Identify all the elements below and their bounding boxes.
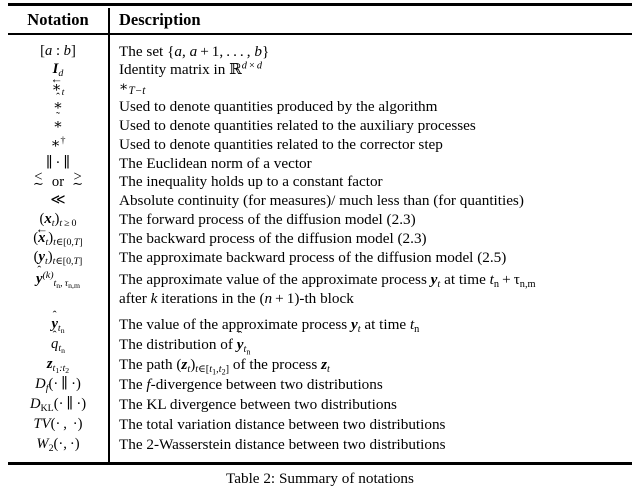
table-row: ←∗t ∗T−t [8,71,632,98]
description-cell: The KL divergence between two distributi… [119,396,397,413]
description-cell: Absolute continuity (for measures)/ much… [119,192,524,209]
header-description: Description [119,10,201,29]
description-cell: Used to denote quantities produced by th… [119,98,438,115]
description-cell: Used to denote quantities related to the… [119,117,476,134]
description-cell: The 2-Wasserstein distance between two d… [119,436,446,453]
notation-cell: <∼ or >∼ [32,168,84,191]
notation-cell: ̂y(k)tn, τn,m [36,269,80,290]
description-line-1: The approximate value of the approximate… [119,271,536,290]
description-cell: The inequality holds up to a constant fa… [119,173,383,190]
table-row: ̂ytn The value of the approximate proces… [8,316,632,335]
description-cell: Used to denote quantities related to the… [119,136,443,153]
description-cell: The set {a, a + 1, . . . , b} [119,43,270,60]
description-cell: The Euclidean norm of a vector [119,155,312,172]
notation-cell: ̂∗ [53,98,63,114]
table-row: ˜∗ Used to denote quantities related to … [8,109,632,134]
table-row: (xt)t ≥ 0 The forward process of the dif… [8,211,632,229]
table-row: zt1:t2 The path (zt)t∈[t1,t2] of the pro… [8,356,632,377]
notation-cell: ∗† [50,134,66,152]
table-row: DKL(· ∥ ·) The KL divergence between two… [8,396,632,414]
column-divider [108,8,110,462]
notation-cell: zt1:t2 [46,356,70,375]
table-row: Id Identity matrix in ℝd × d [8,60,632,79]
table-row: <∼ or >∼ The inequality holds up to a co… [8,168,632,191]
table-row: ̂∗ Used to denote quantities produced by… [8,98,632,115]
description-cell: The approximate backward process of the … [119,249,507,266]
description-cell: The forward process of the diffusion mod… [119,211,416,228]
table-row: ̂qtn The distribution of ̂ytn [8,336,632,357]
notation-cell: ̂qtn [51,336,65,355]
table-row: (yt)t∈[0,T] The approximate backward pro… [8,249,632,267]
notation-cell: ≪ [50,192,66,208]
description-cell: The f-divergence between two distributio… [119,376,383,393]
notation-cell: DKL(· ∥ ·) [29,396,87,414]
table-bottom-rule [8,462,632,465]
table-row: ∥ · ∥ The Euclidean norm of a vector [8,155,632,172]
description-cell: The approximate value of the approximate… [108,271,632,308]
table-row: (←xt)t∈[0,T] The backward process of the… [8,221,632,248]
description-cell: Identity matrix in ℝd × d [119,60,263,78]
table-row: W2(·, ·) The 2-Wasserstein distance betw… [8,436,632,454]
table-caption: Table 2: Summary of notations [226,470,414,487]
notation-cell: Df(· ∥ ·) [35,376,81,394]
table-top-rule [8,3,632,6]
notation-cell: Id [52,61,64,79]
notation-cell: ∥ · ∥ [45,155,71,171]
description-cell: The distribution of ̂ytn [119,336,251,357]
description-cell: The path (zt)t∈[t1,t2] of the process zt [119,356,330,377]
description-line-2: after k iterations in the (n + 1)-th blo… [119,290,354,308]
notation-cell: TV(· , ·) [33,416,83,432]
description-cell: ∗T−t [119,80,146,98]
notation-cell: (xt)t ≥ 0 [39,211,77,229]
table-row: ̂y(k)tn, τn,m The approximate value of t… [8,269,632,308]
table-header-row: Notation Description [8,10,632,30]
notation-cell: (←xt)t∈[0,T] [33,221,83,248]
notation-cell: ̂ytn [51,316,65,335]
notation-cell: W2(·, ·) [36,436,80,454]
description-cell: The backward process of the diffusion mo… [119,230,427,247]
table-row: Df(· ∥ ·) The f-divergence between two d… [8,376,632,394]
description-cell: The total variation distance between two… [119,416,446,433]
notation-cell: ←∗t [50,71,65,98]
table-row: ≪ Absolute continuity (for measures)/ mu… [8,192,632,209]
header-notation: Notation [27,10,89,29]
table-row: TV(· , ·) The total variation distance b… [8,416,632,433]
notation-cell: (yt)t∈[0,T] [33,249,83,267]
table-row: ∗† Used to denote quantities related to … [8,134,632,153]
table-header-rule [8,33,632,35]
table-row: [a : b] The set {a, a + 1, . . . , b} [8,43,632,60]
description-cell: The value of the approximate process yt … [119,316,420,335]
notation-cell: [a : b] [40,43,76,59]
notation-cell: ˜∗ [53,109,63,133]
